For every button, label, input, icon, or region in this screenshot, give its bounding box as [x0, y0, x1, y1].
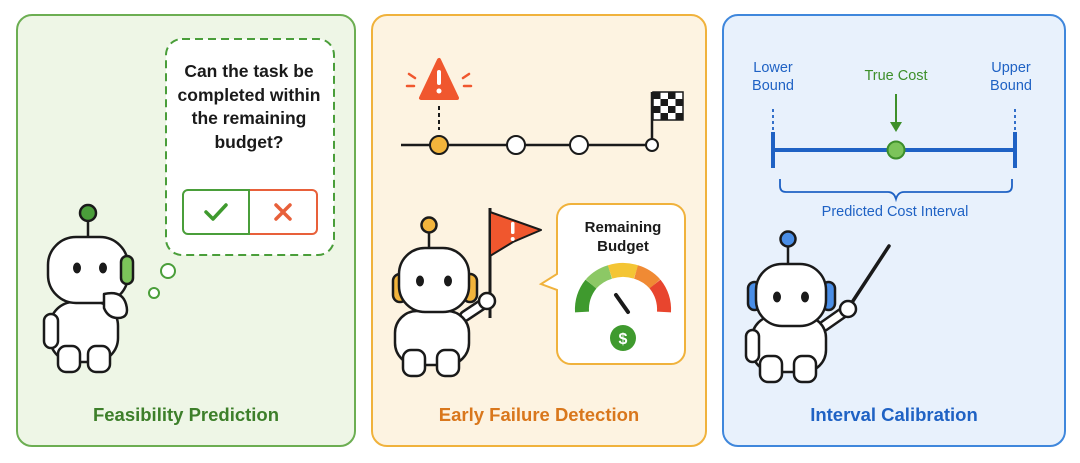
timeline-node — [506, 135, 526, 155]
svg-text:$: $ — [619, 331, 628, 348]
no-button[interactable] — [250, 189, 318, 235]
thought-dot-small — [148, 287, 160, 299]
checkered-flag-icon — [650, 91, 684, 140]
interval-label: Predicted Cost Interval — [821, 204, 969, 220]
gauge-needle — [614, 293, 630, 314]
dollar-icon: $ — [610, 325, 636, 351]
lower-bound-label: Lower Bound — [752, 60, 794, 94]
upper-bound-label: Upper Bound — [990, 60, 1032, 94]
interval-illustration — [744, 94, 1017, 384]
timeline-node — [569, 135, 589, 155]
timeline-node-failure — [429, 135, 449, 155]
interval-brace — [779, 179, 1013, 203]
teacher-robot — [744, 230, 858, 384]
early-failure-illustration: $ — [391, 58, 686, 378]
true-cost-marker — [886, 140, 906, 160]
red-flag-icon — [488, 208, 542, 318]
early-failure-panel: $ Remaining Budget Early Failure Detecti… — [371, 14, 707, 447]
true-cost-arrow — [890, 94, 902, 132]
check-icon — [204, 203, 228, 221]
interval-panel: Lower Bound True Cost Upper Bound Predic… — [722, 14, 1066, 447]
feasibility-question: Can the task be completed within the rem… — [177, 61, 321, 152]
gauge-bubble — [538, 203, 686, 365]
timeline-node-end — [645, 138, 659, 152]
gauge-title: Remaining Budget — [584, 219, 662, 255]
feasibility-caption: Feasibility Prediction — [92, 404, 280, 425]
thought-dot-large — [160, 263, 176, 279]
pointer-stick — [847, 244, 891, 309]
interval-caption: Interval Calibration — [810, 404, 978, 425]
yes-button[interactable] — [182, 189, 250, 235]
flag-robot — [391, 216, 497, 378]
cross-icon — [274, 203, 292, 221]
feasibility-panel: Can the task be completed within the rem… — [16, 14, 356, 447]
budget-gauge — [574, 262, 672, 314]
warning-icon — [405, 58, 473, 130]
true-cost-label: True Cost — [864, 68, 928, 84]
thinking-robot — [42, 203, 135, 374]
early-failure-caption: Early Failure Detection — [438, 404, 640, 425]
